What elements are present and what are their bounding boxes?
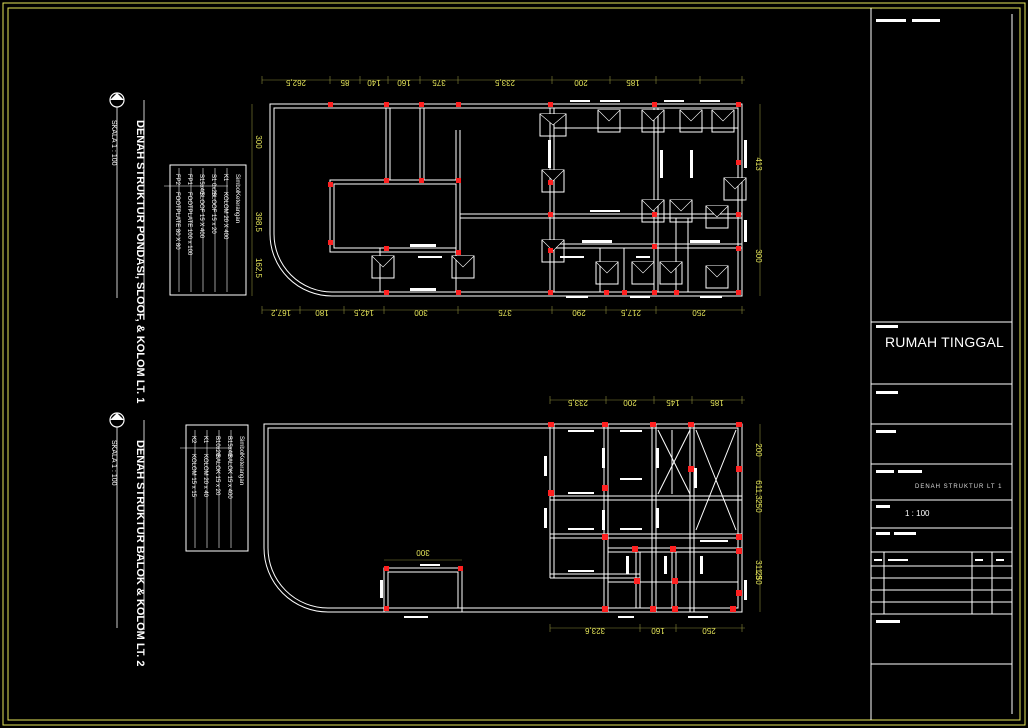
legend-description: BALOK 15 x 400 [226,454,232,499]
plan-1-title-block: DENAH STRUKTUR PONDASI, SLOOF, & KOLOM L… [110,100,146,403]
dimension-label: 85 [340,78,349,87]
legend-description: FOOTPLATE 80 X 80 [174,192,180,250]
dimension-label: 250 [692,308,706,317]
legend-symbol: K2 [190,436,196,444]
dimension-label: 142,5 [353,308,374,317]
legend-description: Keterangan [234,192,240,223]
plan-2-dim-top: 233,5 200 145 185 [567,398,723,407]
dimension-label: 262,5 [285,78,306,87]
sheet-title: DENAH STRUKTUR LT 1 [915,484,1003,490]
inner-frame [7,7,1021,721]
dimension-label: 145 [666,398,680,407]
dimension-label: 160 [397,78,411,87]
plan-1-dim-top: 262,5 85 140 160 375 233,5 200 185 [285,78,639,87]
plan-1-scale: SKALA 1 : 100 [110,120,117,166]
dimension-label: 375 [498,308,512,317]
dimension-label: 311,3 [754,560,763,580]
legend-symbol: S1 0x20 [210,174,216,197]
legend-symbol: Simbol [234,174,240,192]
dimension-label: 160 [651,626,665,635]
plan-2-title-block: DENAH STRUKTUR BALOK & KOLOM LT. 2 SKALA… [110,420,146,667]
dimension-label: 250 [754,571,763,585]
plan-2-dimension-lines [384,396,761,632]
legend-symbol: FP2 [174,174,180,186]
legend-description: SLOOF 15 x 20 [210,192,216,234]
legend-symbol: S15x40 [198,174,204,195]
plan-2-columns [384,422,742,612]
dimension-label: 200 [754,443,763,457]
dimension-label: 200 [623,398,637,407]
legend-description: BALOK 15 x 20 [214,454,220,496]
dimension-label: 200 [574,78,588,87]
dimension-label: 217,5 [620,308,641,317]
plan-2-title: DENAH STRUKTUR BALOK & KOLOM LT. 2 [134,440,146,667]
legend-description: KOLOM 15 x 15 [190,454,196,498]
dimension-label: 233,5 [567,398,588,407]
dimension-label: 233,5 [494,78,515,87]
north-arrow-2 [109,412,125,628]
dimension-label: 413 [754,157,763,171]
plan-2-dim-bottom: 323,6 160 250 [584,626,715,635]
title-block [870,8,1013,720]
dimension-label: 375 [432,78,446,87]
dimension-label: 162,5 [254,258,263,279]
legend-symbol: B10x20 [214,436,220,457]
dimension-label: 167,2 [270,308,291,317]
dimension-label: 300 [254,135,263,149]
plan-1-title: DENAH STRUKTUR PONDASI, SLOOF, & KOLOM L… [134,120,146,403]
plan-2-dim-void: 300 [416,548,430,557]
legend-symbol: B15x40 [226,436,232,457]
dimension-label: 611,3 [754,480,763,500]
north-arrow-1 [109,92,125,298]
plan-1-walls [269,103,747,297]
plan-1-dim-right: 413 300 [754,157,763,263]
legend-symbol: Simbol [238,436,244,454]
scale-value: 1 : 100 [905,509,930,518]
plan-1-dimension-lines [251,76,761,314]
dimension-label: 290 [572,308,586,317]
legend-description: FOOTPLATE 100 x 100 [186,192,192,256]
legend-symbol: K1 [202,436,208,444]
dimension-label: 140 [367,78,381,87]
dimension-label: 185 [710,398,724,407]
dimension-label: 300 [754,249,763,263]
plan-1-beam-labels [410,100,747,298]
legend-description: Keterangan [238,454,244,485]
dimension-label: 185 [626,78,640,87]
plan-1: 262,5 85 140 160 375 233,5 200 185 167,2 180 142,… [109,76,763,403]
plan-2-scale: SKALA 1 : 100 [110,440,117,486]
plan-1-dim-left: 300 398,5 162,5 [254,135,263,278]
legend-description: KOLOM 20 X 400 [222,192,228,240]
dimension-label: 250 [702,626,716,635]
dimension-label: 300 [414,308,428,317]
dimension-label: 398,5 [254,212,263,233]
legend-symbol: K1 [222,174,228,182]
plan-2-beam-labels [380,430,747,618]
project-name: RUMAH TINGGAL [885,334,1005,350]
legend-symbol: FP1 [186,174,192,186]
legend-description: SLOOF 15 X 400 [198,192,204,239]
plan-2-walls [263,423,743,613]
plan-1-columns [328,102,741,295]
dimension-label: 180 [315,308,329,317]
dimension-label: 250 [754,499,763,513]
plan-1-dim-bottom: 167,2 180 142,5 300 375 290 217,5 250 [270,308,705,317]
dimension-label: 323,6 [584,626,605,635]
title-block-labels [874,19,1004,623]
legend-description: KOLOM 20 x 40 [202,454,208,498]
